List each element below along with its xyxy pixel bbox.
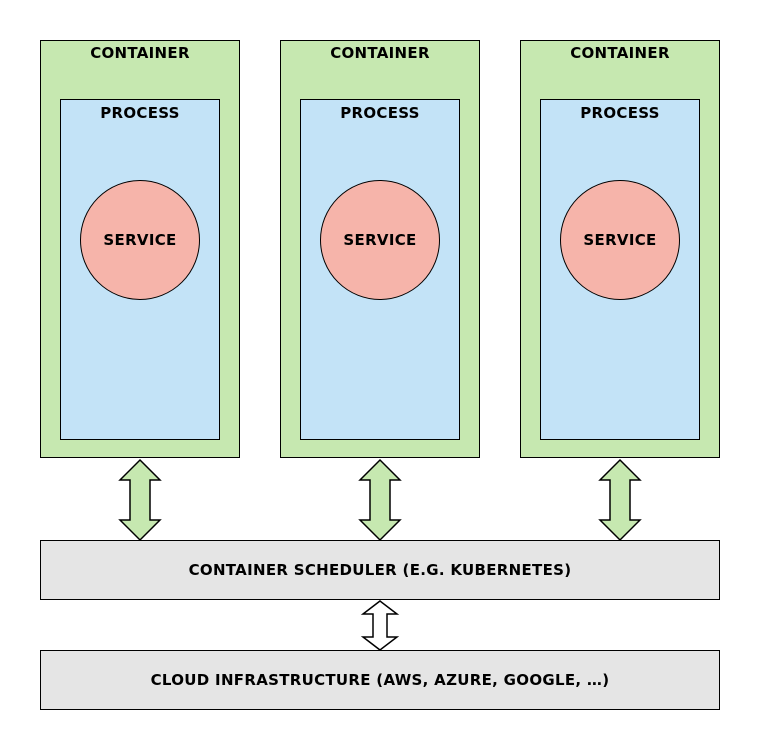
double-arrow-icon — [598, 458, 642, 542]
cloud-infrastructure: CLOUD INFRASTRUCTURE (AWS, AZURE, GOOGLE… — [40, 650, 720, 710]
service-label: SERVICE — [103, 231, 177, 249]
process-2: PROCESS SERVICE — [300, 99, 460, 440]
scheduler-label: CONTAINER SCHEDULER (E.G. KUBERNETES) — [188, 561, 572, 579]
container-2: CONTAINER PROCESS SERVICE — [280, 40, 480, 458]
container-2-scheduler-arrow — [358, 458, 402, 542]
service-1: SERVICE — [80, 180, 200, 300]
scheduler-infrastructure-arrow — [360, 600, 400, 651]
container-title: CONTAINER — [90, 44, 190, 62]
container-1-scheduler-arrow — [118, 458, 162, 542]
service-2: SERVICE — [320, 180, 440, 300]
service-label: SERVICE — [583, 231, 657, 249]
infrastructure-label: CLOUD INFRASTRUCTURE (AWS, AZURE, GOOGLE… — [150, 671, 610, 689]
container-1: CONTAINER PROCESS SERVICE — [40, 40, 240, 458]
container-title: CONTAINER — [330, 44, 430, 62]
container-3: CONTAINER PROCESS SERVICE — [520, 40, 720, 458]
process-1: PROCESS SERVICE — [60, 99, 220, 440]
process-title: PROCESS — [580, 104, 660, 122]
double-arrow-icon — [118, 458, 162, 542]
container-title: CONTAINER — [570, 44, 670, 62]
container-scheduler: CONTAINER SCHEDULER (E.G. KUBERNETES) — [40, 540, 720, 600]
process-3: PROCESS SERVICE — [540, 99, 700, 440]
container-3-scheduler-arrow — [598, 458, 642, 542]
double-arrow-icon — [358, 458, 402, 542]
process-title: PROCESS — [100, 104, 180, 122]
double-arrow-icon — [360, 600, 400, 651]
service-label: SERVICE — [343, 231, 417, 249]
service-3: SERVICE — [560, 180, 680, 300]
process-title: PROCESS — [340, 104, 420, 122]
